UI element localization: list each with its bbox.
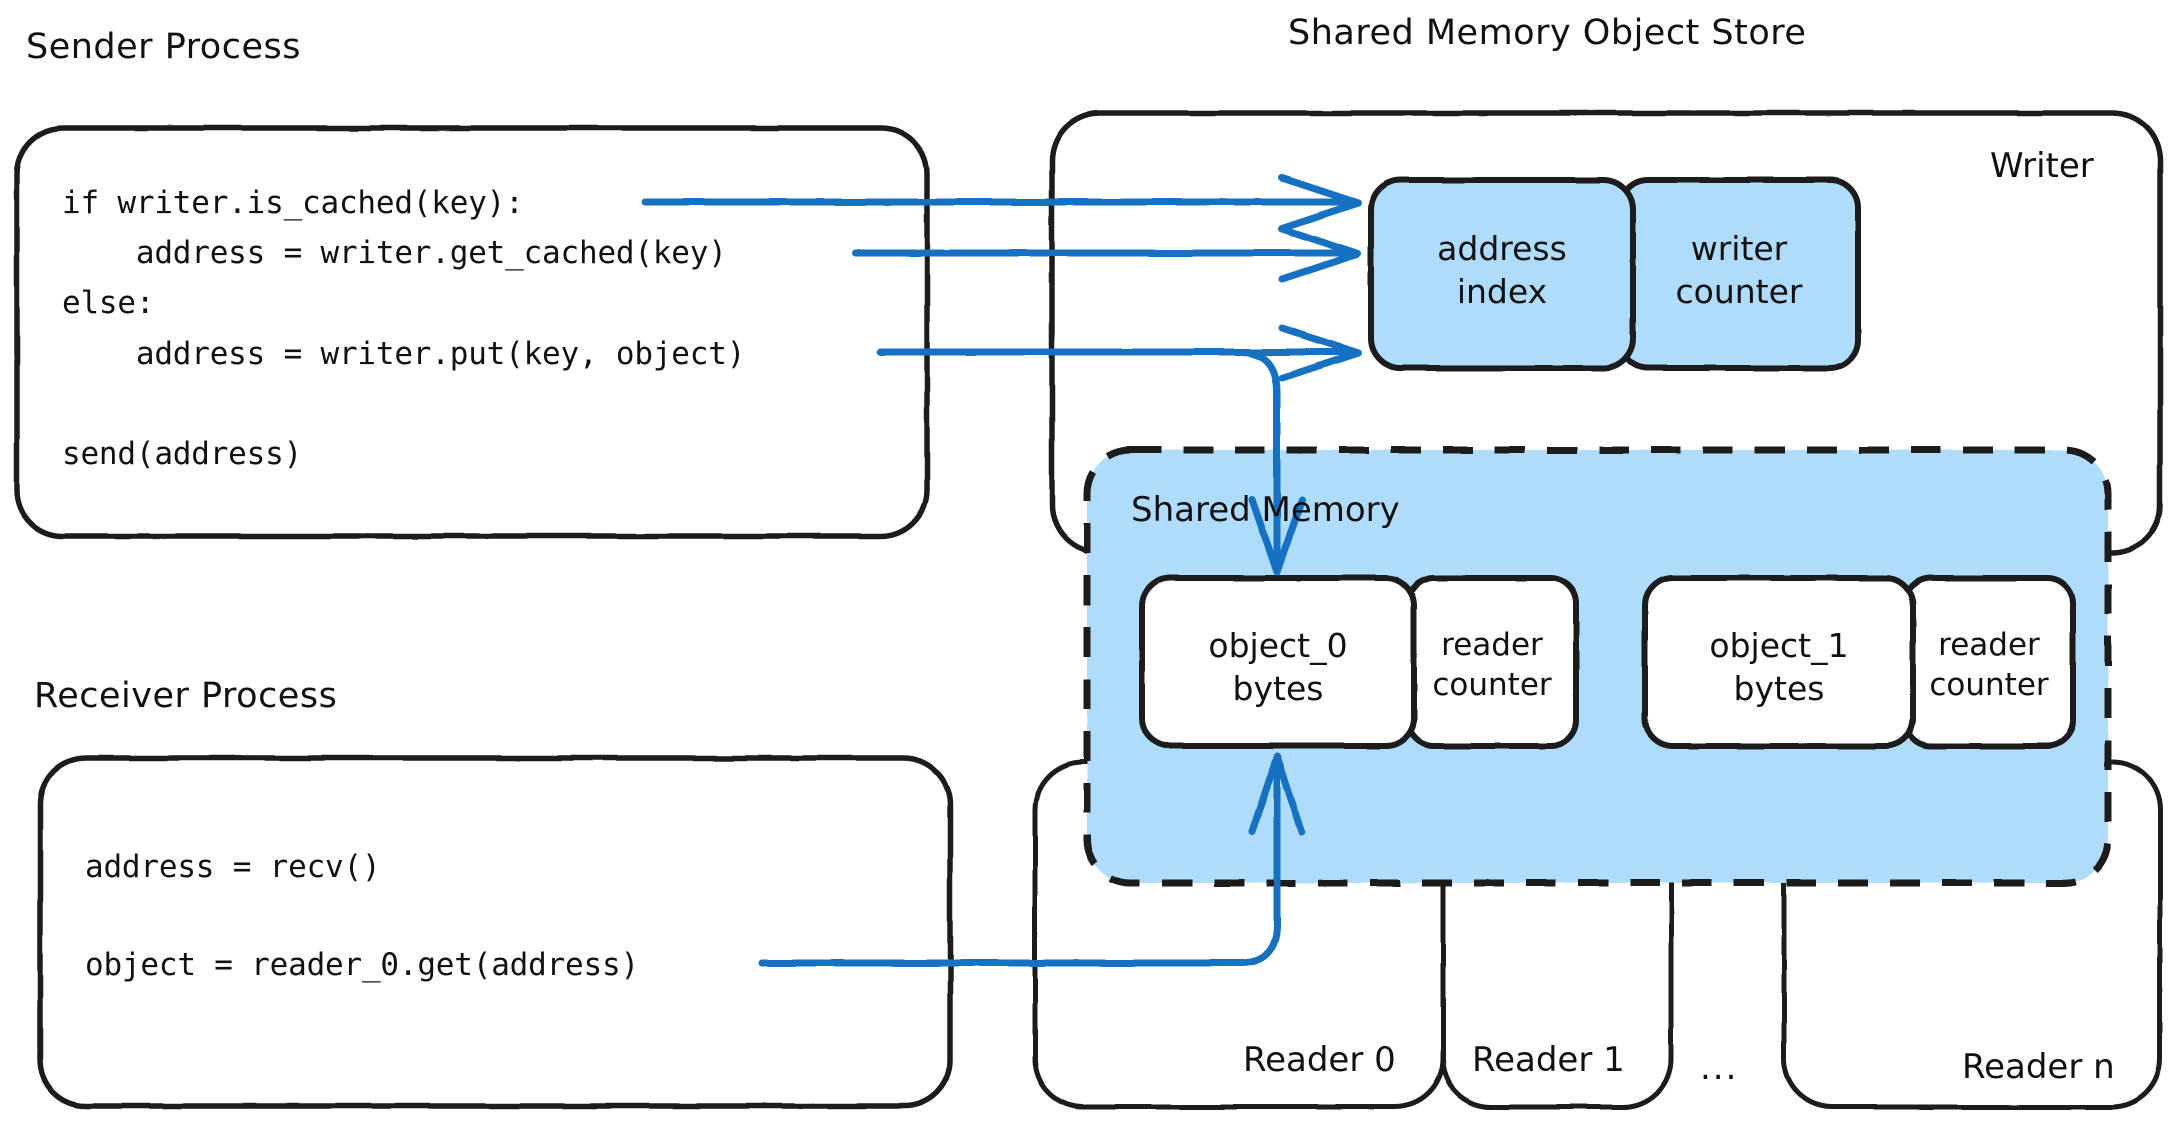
readers-ellipsis: ... xyxy=(1700,1048,1739,1088)
sender-process-heading: Sender Process xyxy=(26,27,301,67)
slot-1-object-box xyxy=(1642,575,1916,749)
arrow-reader-get xyxy=(758,752,1306,967)
receiver-process-box xyxy=(37,755,953,1109)
reader-n-label: Reader n xyxy=(1962,1047,2115,1087)
shared-memory-object-store-heading: Shared Memory Object Store xyxy=(1288,13,1807,53)
writer-container-label: Writer xyxy=(1990,146,2094,186)
writer-counter-label: writer counter xyxy=(1675,229,1803,311)
slot-0-object-label: object_0 bytes xyxy=(1208,626,1348,708)
receiver-code-line-2: object = reader_0.get(address) xyxy=(85,947,639,983)
shared-memory-label: Shared Memory xyxy=(1131,490,1400,530)
receiver-process-heading: Receiver Process xyxy=(34,676,338,716)
slot-1-reader-counter-label: reader counter xyxy=(1929,627,2049,704)
receiver-code-line-1: address = recv() xyxy=(85,849,381,885)
sender-process-box xyxy=(14,125,930,539)
address-index-label: address index xyxy=(1437,229,1567,311)
slot-0-object-box xyxy=(1139,575,1417,749)
sender-code: if writer.is_cached(key): address = writ… xyxy=(62,185,746,473)
slot-0-reader-counter-label: reader counter xyxy=(1432,627,1552,704)
shared-memory-region xyxy=(1083,446,2112,887)
arrow-get-cached xyxy=(851,225,1362,283)
reader-0-label: Reader 0 xyxy=(1243,1040,1396,1080)
slot-1-object-label: object_1 bytes xyxy=(1709,626,1849,708)
reader-1-label: Reader 1 xyxy=(1472,1040,1625,1080)
arrow-is-cached xyxy=(641,174,1362,232)
arrow-put xyxy=(876,324,1362,576)
address-index-box xyxy=(1368,177,1636,371)
